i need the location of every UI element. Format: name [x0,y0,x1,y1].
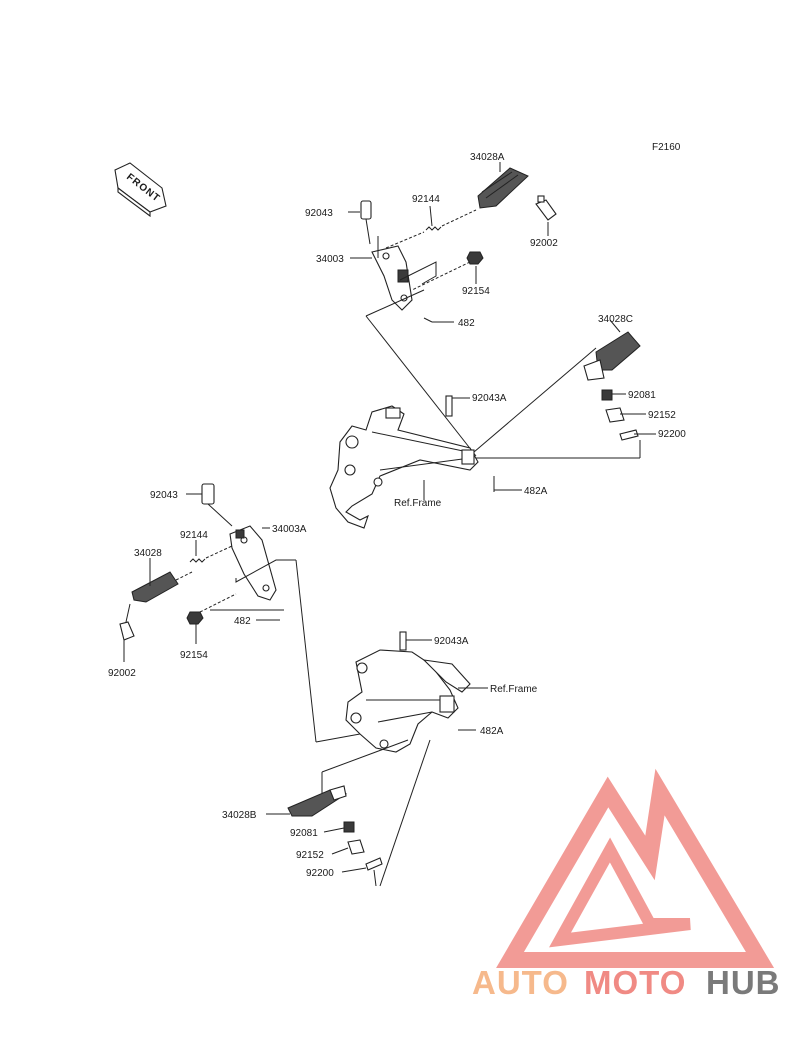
callout-34003A: 34003A [272,524,307,535]
callout-34028B: 34028B [222,810,257,821]
callout-92152-top: 92152 [648,410,676,421]
automotohub-wordmark: AUTO MOTO HUB [472,964,781,1001]
spring-92081-bottom [343,821,355,833]
watermark-moto: MOTO [584,964,686,1001]
ref-line-1 [365,315,477,457]
callout-34028A: 34028A [470,152,505,163]
callout-482-top: 482 [458,318,475,329]
automotohub-logo [496,768,775,968]
spring-92144-left [189,545,233,563]
callout-34028: 34028 [134,548,162,559]
callout-ref-frame-bottom: Ref.Frame [490,684,538,695]
pin-92043-left [201,483,233,527]
callout-92081-top: 92081 [628,390,656,401]
callout-labels: 34028A 92043 92144 92002 34003 92154 482… [108,152,686,879]
spring-92081-top [601,389,613,401]
callout-92144-left: 92144 [180,530,208,541]
callout-92002-left: 92002 [108,668,136,679]
pin-92200-top [619,429,639,441]
ref-line-2 [365,289,425,317]
collar-92152-bottom [347,839,365,855]
footpeg-34028C [583,331,641,381]
callout-482A-bottom: 482A [480,726,504,737]
callout-92152-bottom: 92152 [296,850,324,861]
frame-bracket-top [329,405,479,529]
ref-line-3 [473,347,597,453]
diagram-code: F2160 [652,142,681,153]
pin-92043-top [360,200,372,245]
callout-92043-left: 92043 [150,490,178,501]
footpeg-34028A [477,167,529,209]
leader-lines [123,162,656,873]
front-arrow-icon: FRONT [114,162,167,218]
callout-34028C: 34028C [598,314,633,325]
bolt-92154-top [411,251,484,291]
callout-92002-top: 92002 [530,238,558,249]
footpeg-34028B [287,785,348,817]
pin-92043A-bottom [399,631,407,651]
callout-482-left: 482 [234,616,251,627]
footpeg-34028 [131,571,193,603]
callout-92154-top: 92154 [462,286,490,297]
pin-92043A-top [445,395,453,417]
watermark-hub: HUB [706,964,781,1001]
frame-bracket-bottom [345,649,471,753]
callout-92043A-top: 92043A [472,393,507,404]
left-rider-peg-assembly [119,483,317,743]
watermark-auto: AUTO [472,964,569,1001]
bracket-34003 [371,236,413,311]
callout-ref-frame-top: Ref.Frame [394,498,442,509]
callout-34003: 34003 [316,254,344,265]
rubber-tip-92002-left [119,603,135,641]
rubber-tip-92002-top [535,195,557,221]
callout-92154-left: 92154 [180,650,208,661]
callout-92081-bottom: 92081 [290,828,318,839]
callout-92144-top: 92144 [412,194,440,205]
callout-92043-top: 92043 [305,208,333,219]
spring-92144-top [385,209,477,249]
callout-92200-bottom: 92200 [306,868,334,879]
callout-482A-top: 482A [524,486,548,497]
collar-92152-top [605,407,625,423]
pin-92200-bottom [365,857,383,887]
top-rider-peg-assembly [360,167,557,323]
callout-92043A-bottom: 92043A [434,636,469,647]
bracket-34003A [229,525,277,601]
callout-92200-top: 92200 [658,429,686,440]
bolt-92154-left [186,593,237,625]
